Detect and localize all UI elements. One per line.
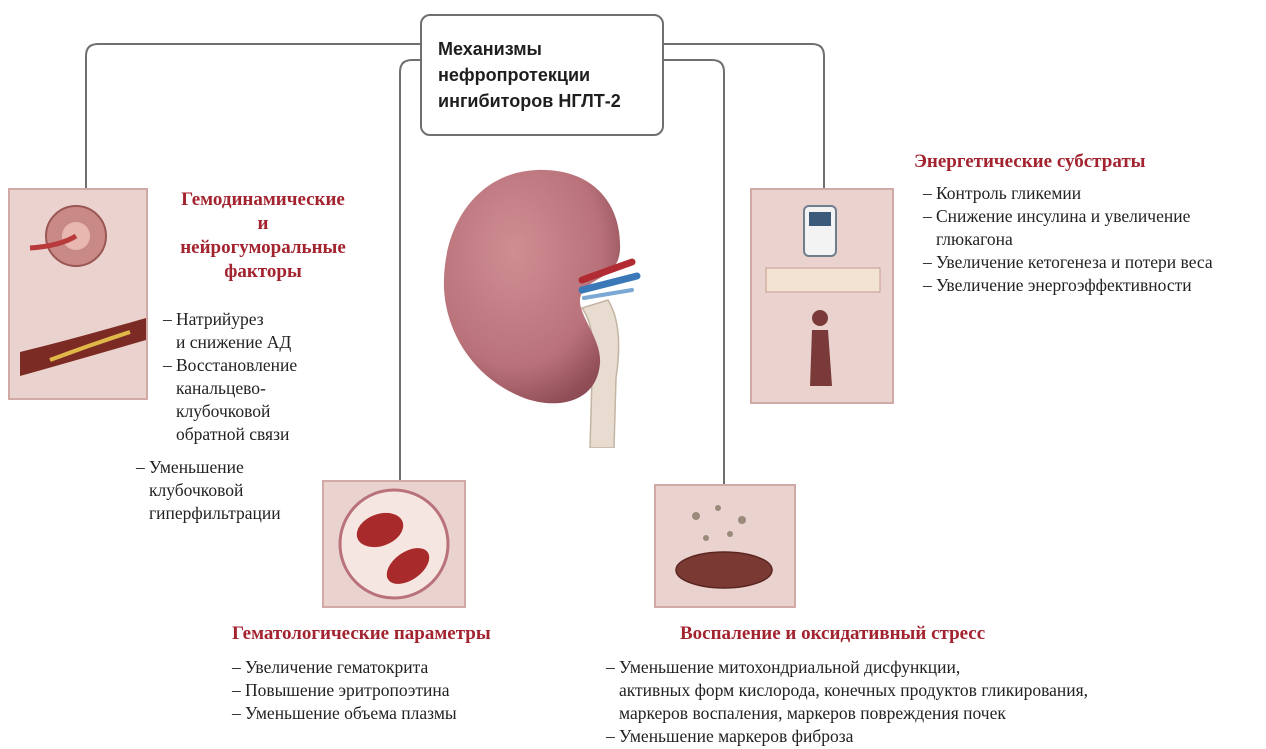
connector-right	[664, 44, 824, 188]
hemodynamic-heading-line: Гемодинамические	[160, 188, 366, 212]
hemodynamic-extra-list: Уменьшение клубочковой гиперфильтрации	[136, 456, 326, 525]
list-item: Уменьшение объема плазмы	[232, 702, 552, 725]
hemodynamic-illustration	[10, 190, 146, 398]
energy-illustration	[752, 190, 892, 402]
kidney-illustration	[432, 158, 652, 448]
center-title-box: Механизмы нефропротекции ингибиторов НГЛ…	[420, 14, 664, 136]
list-item: Снижение инсулина и увеличение глюкагона	[923, 205, 1266, 251]
inflammation-panel	[654, 484, 796, 608]
list-item: Уменьшение клубочковой гиперфильтрации	[136, 456, 326, 525]
list-item: Уменьшение маркеров фиброза	[606, 725, 1206, 748]
hematologic-panel	[322, 480, 466, 608]
hematologic-illustration	[324, 482, 464, 606]
connector-left	[86, 44, 420, 188]
center-title: Механизмы нефропротекции ингибиторов НГЛ…	[438, 36, 658, 114]
hematologic-heading: Гематологические параметры	[232, 622, 552, 646]
hemodynamic-panel	[8, 188, 148, 400]
energy-list: Контроль гликемии Снижение инсулина и ув…	[923, 182, 1266, 297]
hemodynamic-heading-line: факторы	[160, 260, 366, 284]
list-item: Контроль гликемии	[923, 182, 1266, 205]
list-item: Повышение эритропоэтина	[232, 679, 552, 702]
inflammation-list: Уменьшение митохондриальной дисфункции, …	[606, 656, 1206, 748]
hemodynamic-heading-line: и	[160, 212, 366, 236]
inflammation-heading: Воспаление и оксидативный стресс	[680, 622, 1060, 646]
list-item: Увеличение гематокрита	[232, 656, 552, 679]
list-item: Уменьшение митохондриальной дисфункции, …	[606, 656, 1206, 725]
list-item: Натрийурез и снижение АД	[163, 308, 353, 354]
connector-bottom-right	[664, 60, 724, 484]
energy-heading: Энергетические субстраты	[914, 150, 1244, 174]
list-item: Увеличение кетогенеза и потери веса	[923, 251, 1266, 274]
connector-bottom-left	[400, 60, 420, 480]
hemodynamic-heading: Гемодинамические и нейрогуморальные факт…	[160, 188, 366, 284]
hemodynamic-list: Натрийурез и снижение АД Восстановление …	[163, 308, 353, 446]
hemodynamic-heading-line: нейрогуморальные	[160, 236, 366, 260]
inflammation-illustration	[656, 486, 794, 606]
list-item: Увеличение энергоэффективности	[923, 274, 1266, 297]
hematologic-list: Увеличение гематокрита Повышение эритроп…	[232, 656, 552, 725]
list-item: Восстановление канальцево- клубочковой о…	[163, 354, 353, 446]
energy-panel	[750, 188, 894, 404]
